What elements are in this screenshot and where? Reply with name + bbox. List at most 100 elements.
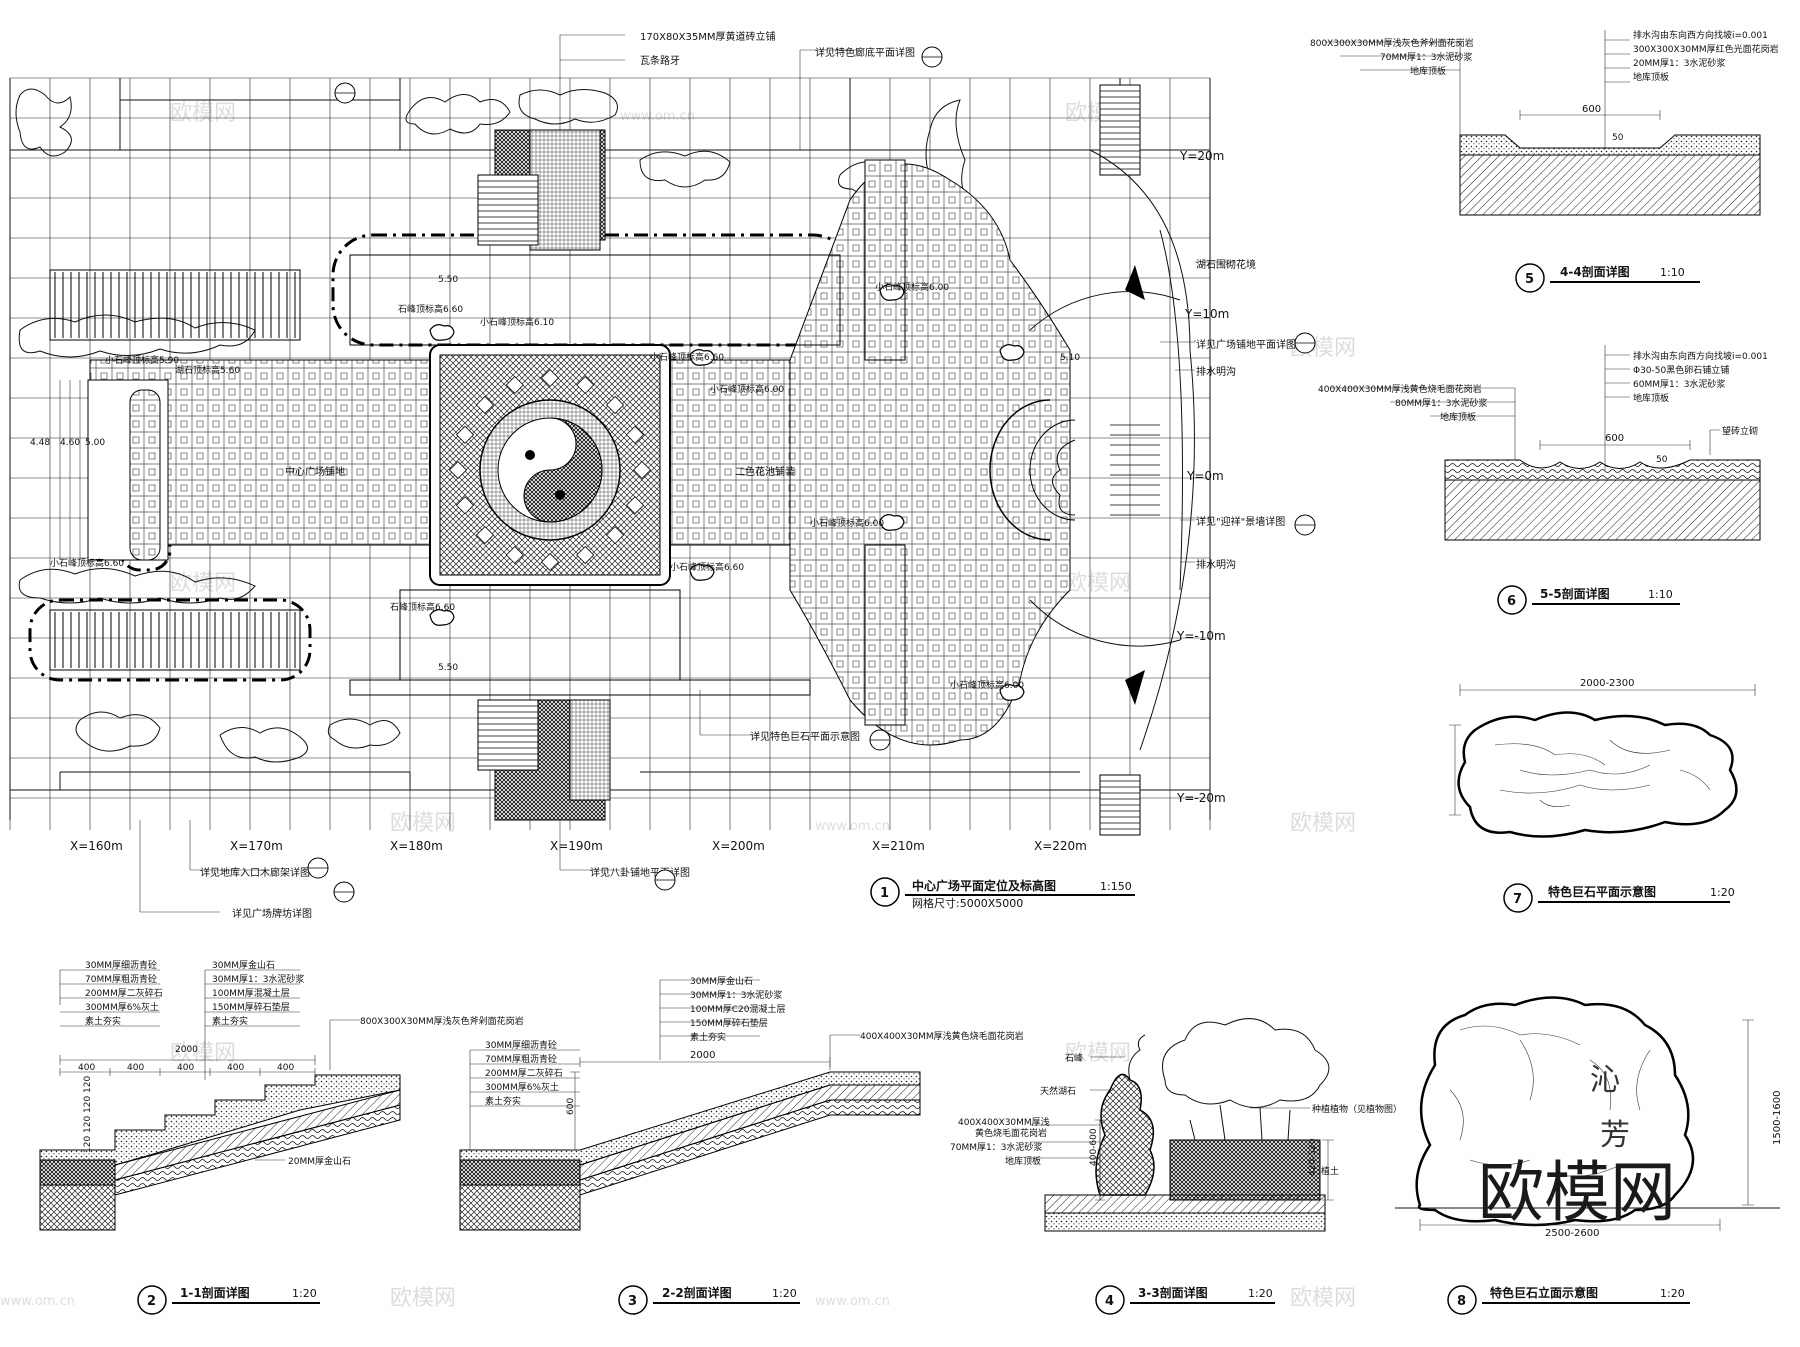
note-text: 地库顶板 bbox=[1005, 1155, 1041, 1167]
drawing-title: 中心广场平面定位及标高图 bbox=[912, 878, 1056, 893]
dimension-line bbox=[570, 1057, 831, 1151]
elevation-tag: 石峰顶标高6.60 bbox=[398, 303, 463, 315]
dimension-text: 400 bbox=[78, 1063, 95, 1073]
elevation-tag: 5.10 bbox=[1060, 353, 1080, 363]
west-planter bbox=[129, 389, 161, 561]
note-leaders bbox=[1604, 345, 1630, 470]
small-rock bbox=[429, 324, 455, 341]
callout-label: 排水明沟 bbox=[1196, 558, 1236, 571]
dimension-line bbox=[1419, 1019, 1754, 1231]
direction-arrow bbox=[1125, 670, 1145, 705]
elevation-tag: 小石峰顶标高5.90 bbox=[105, 354, 179, 366]
x-axis-label: X=210m bbox=[872, 839, 925, 853]
lotus-steps bbox=[1110, 424, 1160, 516]
direction-arrow bbox=[1125, 265, 1145, 300]
paving-layer bbox=[1459, 134, 1761, 156]
callout-label: 瓦条路牙 bbox=[640, 54, 680, 67]
dimension-text: 400 bbox=[227, 1063, 244, 1073]
y-axis-label: Y=0m bbox=[1186, 469, 1224, 483]
site-plan: X=160m X=170m X=180m X=190m X=200m X=210… bbox=[9, 30, 1316, 920]
shrub-outline bbox=[639, 150, 731, 188]
dimension-text: 2000 bbox=[690, 1050, 715, 1061]
bagua-diamond bbox=[505, 545, 524, 565]
dimension-line bbox=[1539, 440, 1691, 450]
watermark-url: www.om.cn bbox=[815, 819, 890, 834]
note-leaders bbox=[1330, 387, 1516, 460]
asphalt-layer bbox=[39, 1159, 116, 1186]
dimension-text: 600 bbox=[566, 1098, 576, 1115]
note-text: 种植植物（见植物图） bbox=[1312, 1103, 1402, 1115]
bagua-diamond bbox=[625, 425, 645, 444]
note-text: 地库顶板 bbox=[1410, 65, 1446, 77]
note-text: 70MM厚粗沥青砼 bbox=[85, 973, 157, 985]
boulder-texture bbox=[1494, 739, 1711, 807]
bagua-diamond bbox=[475, 395, 494, 414]
detail-number: 6 bbox=[1507, 594, 1516, 609]
shrub-outline bbox=[15, 88, 72, 157]
section-5-5: 400X400X30MM厚浅黄色烧毛面花岗岩 80MM厚1：3水泥砂浆 地库顶板… bbox=[1318, 345, 1768, 615]
x-axis-label: X=160m bbox=[70, 839, 123, 853]
south-curb bbox=[349, 679, 811, 696]
stone-peak bbox=[1128, 1034, 1146, 1081]
note-text: 30MM厚金山石 bbox=[690, 975, 753, 987]
x-axis-label: X=170m bbox=[230, 839, 283, 853]
note-text: 70MM厚1：3水泥砂浆 bbox=[950, 1141, 1042, 1153]
east-paving-mass bbox=[789, 163, 1071, 746]
detail-number: 8 bbox=[1457, 1294, 1466, 1309]
bagua-diamond bbox=[606, 526, 625, 545]
north-planter bbox=[349, 254, 841, 346]
dimension-text: 400 bbox=[127, 1063, 144, 1073]
note-text: 排水沟由东向西方向找坡i=0.001 bbox=[1633, 350, 1768, 362]
drawing-title: 1-1剖面详图 bbox=[180, 1285, 250, 1300]
small-rock bbox=[879, 514, 905, 531]
note-text: 70MM厚1：3水泥砂浆 bbox=[1380, 51, 1472, 63]
dimension-text: 400-600 bbox=[1089, 1128, 1099, 1166]
note-leaders bbox=[1030, 1056, 1125, 1200]
detail-number: 5 bbox=[1525, 272, 1534, 287]
wood-pergola-south bbox=[28, 598, 312, 682]
detail-number-circle bbox=[870, 877, 900, 907]
watermark: 欧模网 bbox=[390, 1286, 456, 1311]
north-paving-strip bbox=[864, 159, 906, 361]
note-text: 排水沟由东向西方向找坡i=0.001 bbox=[1633, 29, 1768, 41]
note-text: 20MM厚金山石 bbox=[288, 1155, 351, 1167]
note-text: 天然湖石 bbox=[1040, 1085, 1076, 1097]
drawing-title: 5-5剖面详图 bbox=[1540, 586, 1610, 601]
elevation-tag: 小石峰顶标高6.10 bbox=[480, 316, 554, 328]
dimension-line bbox=[1449, 724, 1461, 816]
asphalt-layer bbox=[459, 1159, 581, 1186]
note-text: 望砖立砌 bbox=[1722, 425, 1758, 437]
drawing-title: 特色巨石立面示意图 bbox=[1490, 1285, 1598, 1300]
drawing-scale: 1:10 bbox=[1648, 588, 1673, 601]
callout-label: 详见特色廊底平面详图 bbox=[815, 46, 915, 59]
south-paving-strip bbox=[864, 544, 906, 726]
shrub-outline bbox=[405, 94, 511, 135]
pebble-layer bbox=[1444, 459, 1761, 481]
taiji-dot bbox=[525, 450, 535, 460]
dimension-text: 2000 bbox=[175, 1045, 198, 1055]
note-leaders bbox=[204, 969, 300, 1080]
stairs-southeast bbox=[1099, 774, 1141, 836]
drawing-title: 2-2剖面详图 bbox=[662, 1285, 732, 1300]
callout-label: 排水明沟 bbox=[1196, 365, 1236, 378]
small-rock bbox=[689, 564, 715, 581]
paving-layer bbox=[1044, 1194, 1326, 1214]
note-text: 素土夯实 bbox=[690, 1031, 726, 1043]
small-rock bbox=[999, 684, 1025, 701]
tree-trunk bbox=[1189, 1104, 1291, 1141]
elevation-tag: 小石峰顶标高6.60 bbox=[670, 561, 744, 573]
watermark: 欧模网 bbox=[170, 101, 236, 126]
note-text: 100MM厚混凝土层 bbox=[212, 987, 290, 999]
elevation-tag: 5.50 bbox=[438, 663, 458, 673]
base-layer bbox=[1459, 154, 1761, 216]
watermark-url: www.om.cn bbox=[0, 1294, 75, 1309]
shrub-outline bbox=[327, 718, 401, 749]
gravel-layer bbox=[114, 1104, 401, 1196]
bagua-diamond bbox=[505, 375, 524, 395]
watermark-logo: 欧模网 bbox=[1478, 1154, 1676, 1231]
bagua-diamond bbox=[576, 375, 595, 395]
drawing-scale: 1:20 bbox=[292, 1287, 317, 1300]
watermark-url: www.om.cn bbox=[815, 1294, 890, 1309]
lotus-feature bbox=[989, 149, 1195, 751]
note-text: 100MM厚C20混凝土层 bbox=[690, 1003, 785, 1015]
